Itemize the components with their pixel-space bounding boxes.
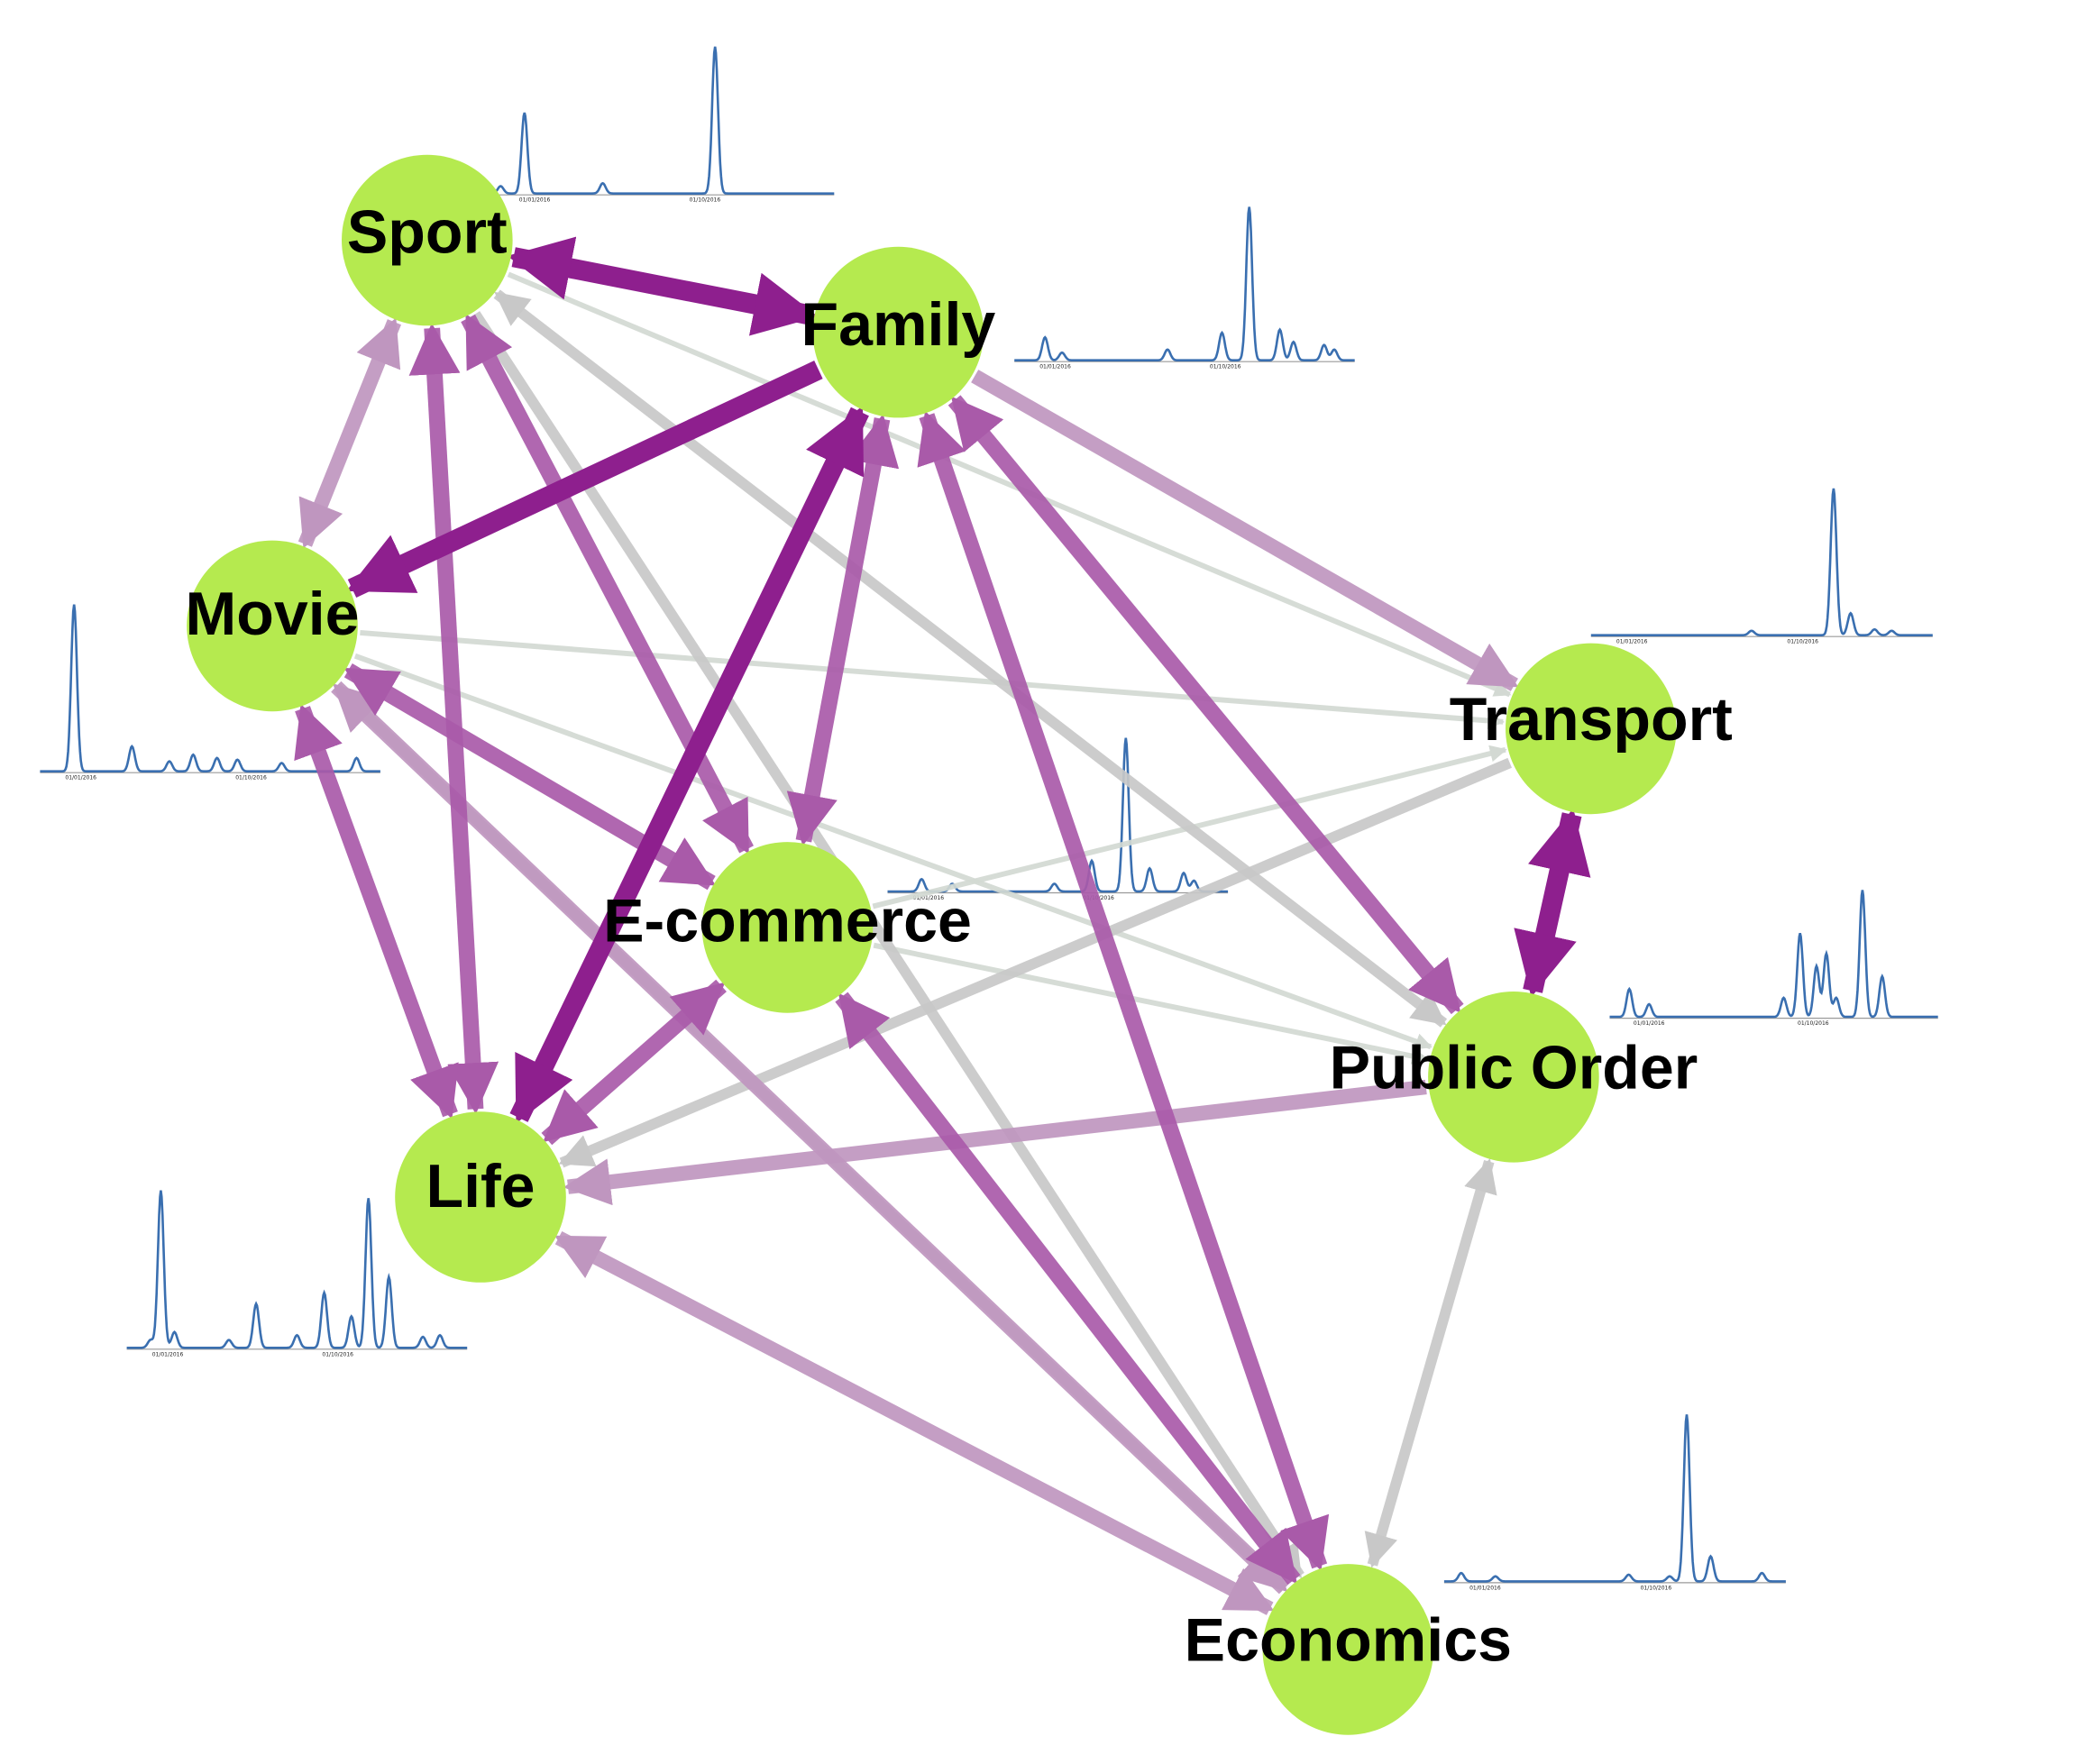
node-label-movie: Movie [186,580,360,648]
edge-sport-transport [507,271,1512,698]
sparkline-sport: 01/01/2016 01/10/2016 [493,46,835,204]
node-economics[interactable] [1262,1564,1434,1735]
sparkline-series [1590,488,1933,636]
sparkline-tick-label: 01/10/2016 [1210,364,1241,370]
edge-movie-life [294,703,459,1120]
edge-public_order-economics [1364,1157,1497,1568]
node-label-sport: Sport [347,198,508,267]
node-ecommerce[interactable] [701,842,874,1013]
sparkline-tick-label: 01/10/2016 [1798,1020,1829,1027]
sparkline-tick-label: 01/10/2016 [1641,1585,1672,1591]
edge-sport-movie [298,317,401,549]
node-sport[interactable] [342,154,513,326]
edge-movie-transport [360,629,1506,729]
node-label-public_order: Public Order [1330,1033,1698,1101]
sparkline-public_order: 01/01/2016 01/10/2016 [1609,890,1938,1027]
sparkline-family: 01/01/2016 01/10/2016 [1014,206,1355,370]
sparkline-tick-label: 01/10/2016 [235,775,267,781]
sparkline-series [1609,890,1938,1019]
sparkline-series [1443,1414,1786,1583]
sparkline-tick-label: 01/10/2016 [690,197,721,204]
sparkline-tick-label: 01/10/2016 [322,1351,353,1357]
node-label-family: Family [801,290,996,359]
sparkline-tick-label: 01/01/2016 [1634,1020,1665,1027]
sparkline-tick-label: 01/10/2016 [1787,639,1818,645]
sparkline-tick-label: 01/01/2016 [65,775,96,781]
edge-layer [294,236,1591,1615]
sparkline-economics: 01/01/2016 01/10/2016 [1443,1414,1786,1591]
node-movie[interactable] [187,540,358,712]
node-label-ecommerce: E-commerce [603,887,972,955]
node-public_order[interactable] [1428,992,1599,1163]
node-life[interactable] [395,1111,566,1283]
edge-family-life [509,406,869,1124]
sparkline-tick-label: 01/01/2016 [152,1351,184,1357]
node-label-economics: Economics [1185,1606,1512,1675]
node-family[interactable] [812,246,984,418]
edge-sport-family [507,236,819,336]
sparkline-tick-label: 01/01/2016 [1616,639,1648,645]
node-label-transport: Transport [1450,685,1733,754]
node-label-life: Life [426,1152,535,1220]
node-layer [187,154,1677,1735]
edge-ecommerce-economics [835,992,1301,1586]
sparkline-series [493,46,835,195]
sparkline-tick-label: 01/01/2016 [1039,364,1071,370]
sparkline-layer: 01/01/2016 01/10/2016 01/01/2016 01/10/2016… [40,46,1938,1591]
sparkline-series [1014,206,1355,361]
label-layer: SportFamilyMovieTransportE-commercePubli… [186,198,1733,1675]
sparkline-transport: 01/01/2016 01/10/2016 [1590,488,1933,645]
node-transport[interactable] [1506,643,1677,815]
edge-transport-public_order [1514,808,1591,998]
sparkline-tick-label: 01/01/2016 [519,197,551,204]
sparkline-tick-label: 01/01/2016 [1469,1585,1501,1591]
